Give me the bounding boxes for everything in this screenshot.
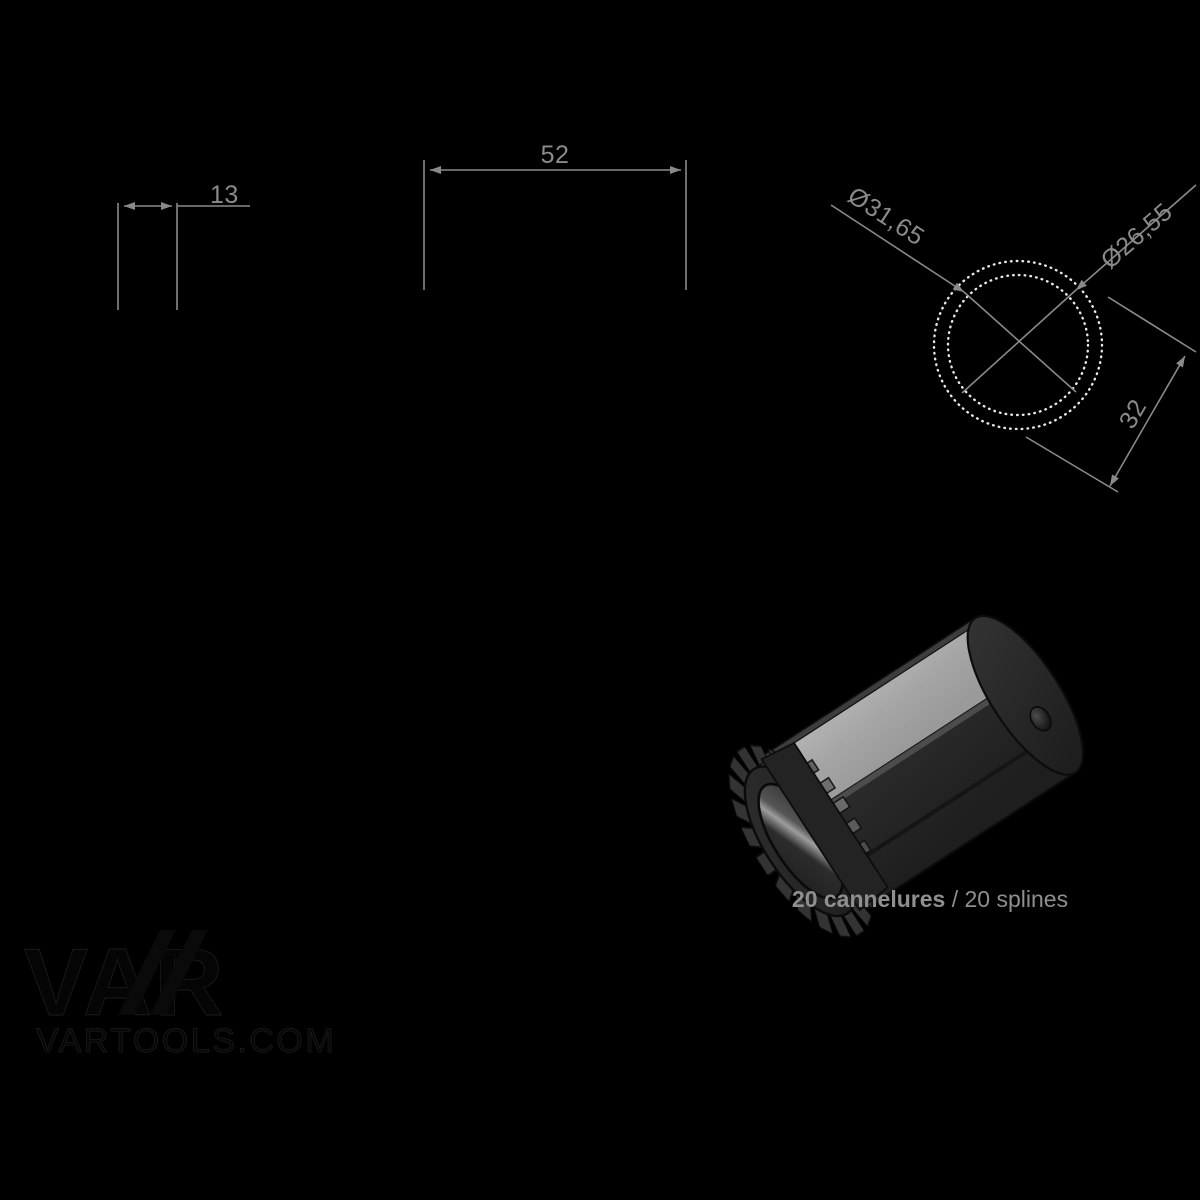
dimension-dia-26-55: Ø26,55 [1075, 184, 1197, 291]
dimension-dia-31-65-leader [830, 204, 965, 293]
part-3d-render [728, 614, 1085, 939]
dimension-dia-26-55-leader [1075, 184, 1197, 291]
part-caption: 20 cannelures / 20 splines [760, 886, 1100, 913]
dimension-13: 13 [117, 181, 250, 310]
dimension-32-ext-bottom [1025, 436, 1119, 493]
dimension-dia-31-65: Ø31,65 [830, 182, 965, 293]
logo-slash-icon-2 [150, 930, 208, 1015]
part-side-hole [1029, 706, 1052, 732]
end-view-circles [932, 259, 1104, 431]
outer-circle-31-65 [932, 259, 1104, 431]
inner-circle-26-55 [946, 273, 1090, 417]
part-hex-edge-lower [837, 734, 1051, 876]
centre-line-b [961, 289, 1077, 394]
dimension-52: 52 [423, 141, 687, 290]
dimension-52-label: 52 [541, 141, 570, 169]
brand-logo-website: VARTOOLS.COM [36, 1022, 336, 1060]
dimension-13-label: 13 [210, 181, 239, 209]
part-hex-edge-highlight [802, 681, 1018, 824]
brand-logo: VAR VARTOOLS.COM [24, 929, 336, 1061]
dimension-32: 32 [1025, 296, 1197, 493]
end-view-centre-lines [961, 289, 1077, 394]
part-shoulder [760, 741, 889, 912]
part-cap-ellipse [966, 614, 1085, 776]
part-caption-regular: 20 splines [964, 886, 1069, 912]
dimension-32-ext-top [1107, 296, 1197, 353]
part-caption-bold: 20 cannelures [791, 886, 946, 912]
dimension-32-arrow-top [1147, 355, 1186, 421]
dimension-32-arrow-bottom [1109, 419, 1149, 487]
logo-slash-icon [118, 930, 176, 1015]
centre-line-a [963, 291, 1077, 393]
part-caption-separator: / [945, 886, 965, 912]
part-cap-end [966, 614, 1085, 776]
dimension-dia-26-55-label: Ø26,55 [1096, 198, 1179, 275]
dimension-32-label: 32 [1114, 395, 1153, 434]
